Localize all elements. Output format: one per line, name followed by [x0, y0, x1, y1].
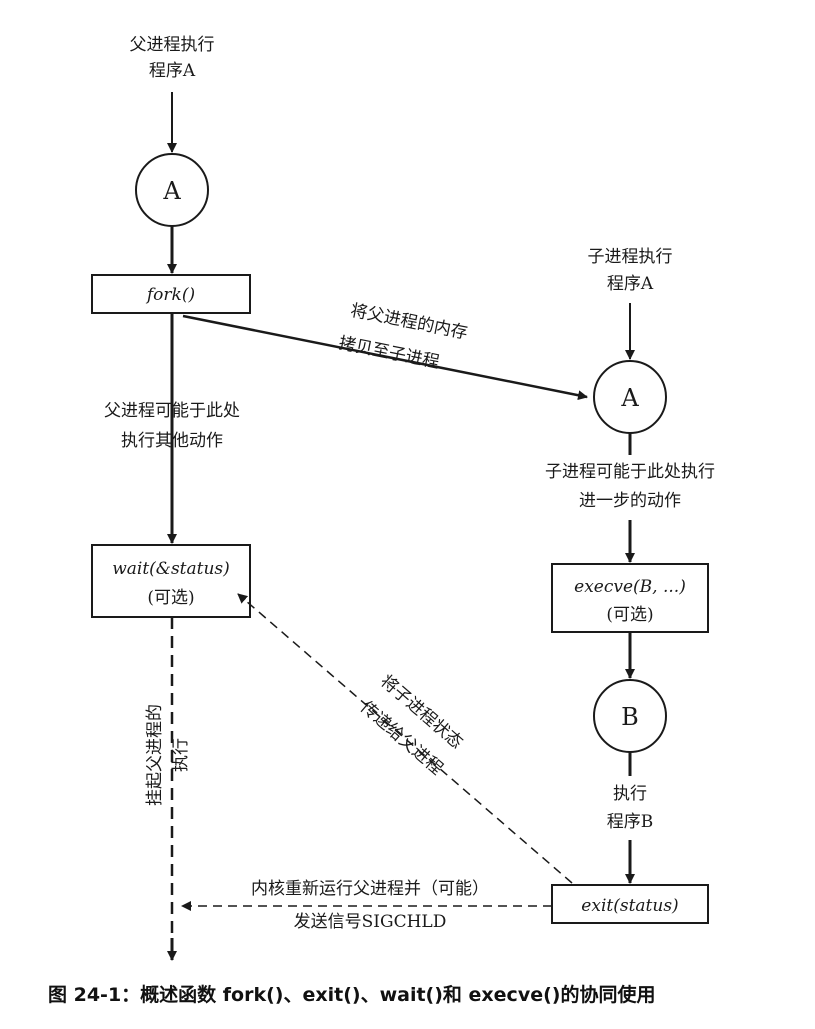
exit-box: [551, 884, 709, 924]
child-start-label-line2: 程序A: [607, 274, 654, 294]
status-pass-dashed-arrow: [237, 593, 573, 884]
parent-start-label-line1: 父进程执行: [130, 35, 215, 55]
exit-box-label: exit(status): [581, 896, 678, 916]
copy-label-line1: 将父进程的内存: [349, 301, 470, 344]
exec-b-label-line1: 执行: [613, 784, 647, 804]
suspend-label-line2: 执行: [171, 738, 191, 772]
resume-label-line1: 内核重新运行父进程并（可能）: [251, 879, 489, 899]
copy-label-line2: 拷贝至子进程: [337, 333, 441, 373]
fork-box: [91, 274, 251, 314]
child-node-a-label: A: [620, 384, 639, 412]
execve-box-label: execve(B, ...): [574, 577, 686, 597]
fork-copy-arrow: [182, 314, 588, 401]
resume-label-line2: 发送信号SIGCHLD: [294, 912, 447, 932]
child-more-label-line2: 进一步的动作: [579, 491, 681, 511]
fork-box-label: fork(): [145, 285, 195, 305]
suspend-label-group: 挂起父进程的 执行: [145, 704, 191, 806]
execve-box: [551, 563, 709, 633]
child-more-label-line1: 子进程可能于此处执行: [545, 462, 715, 482]
wait-box: [91, 544, 251, 618]
child-node-b-label: B: [621, 703, 639, 731]
parent-start-label-line2: 程序A: [149, 61, 196, 81]
child-start-label-line1: 子进程执行: [588, 247, 673, 267]
execve-box-optional: (可选): [606, 605, 653, 625]
figure-caption: 图 24-1：概述函数 fork()、exit()、wait()和 execve…: [48, 983, 655, 1006]
exec-b-label-line2: 程序B: [607, 812, 654, 832]
wait-box-optional: (可选): [147, 588, 194, 608]
wait-box-label: wait(&status): [112, 559, 230, 579]
suspend-label-line1: 挂起父进程的: [145, 704, 165, 806]
parent-node-a-label: A: [162, 177, 181, 205]
